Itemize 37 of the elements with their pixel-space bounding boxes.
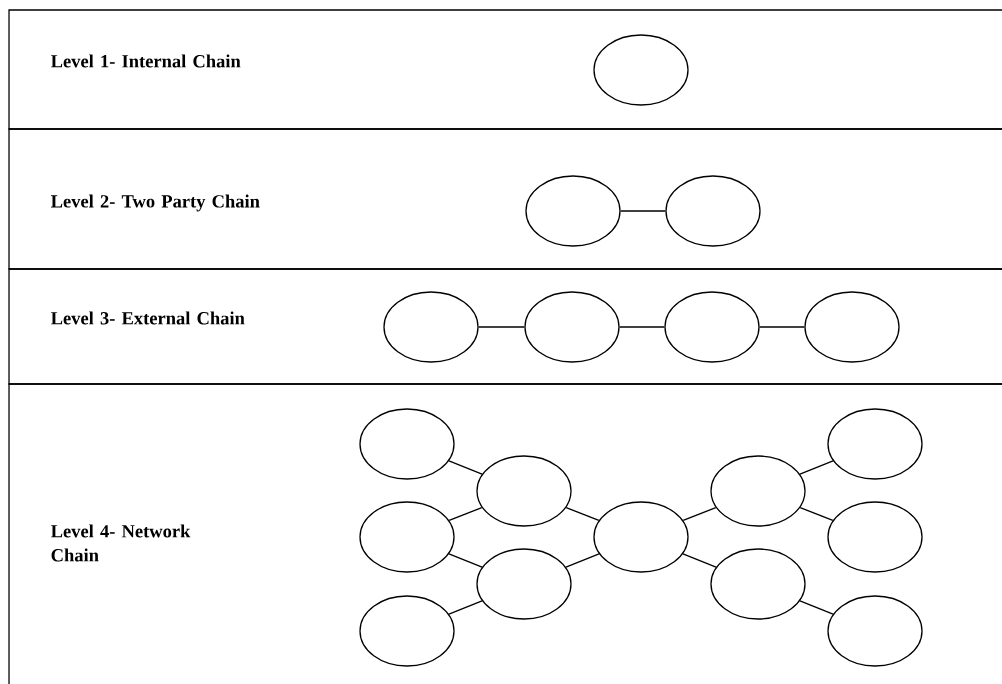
connector-line bbox=[682, 506, 717, 522]
connector-line bbox=[620, 210, 666, 212]
ellipse bbox=[359, 595, 455, 667]
connector-line bbox=[448, 600, 483, 615]
ellipse bbox=[476, 455, 572, 527]
connector-line bbox=[448, 506, 483, 522]
connector-line bbox=[448, 460, 483, 475]
ellipse bbox=[476, 548, 572, 620]
ellipse bbox=[827, 501, 923, 573]
connector-line bbox=[759, 326, 805, 328]
level-band: Level 2- Two Party Chain bbox=[8, 128, 1002, 270]
connector-line bbox=[799, 460, 834, 475]
connector-line bbox=[565, 506, 600, 522]
ellipse bbox=[710, 455, 806, 527]
ellipse bbox=[593, 501, 689, 573]
ellipse bbox=[359, 501, 455, 573]
ellipse bbox=[524, 291, 620, 363]
level-band: Level 1- Internal Chain bbox=[8, 9, 1002, 130]
ellipse bbox=[710, 548, 806, 620]
connector-line bbox=[619, 326, 665, 328]
connector-line bbox=[799, 506, 834, 522]
ellipse bbox=[804, 291, 900, 363]
ellipse bbox=[593, 34, 689, 106]
connector-line bbox=[682, 553, 717, 568]
ellipse bbox=[827, 595, 923, 667]
ellipse bbox=[665, 175, 761, 247]
level-band: Level 3- External Chain bbox=[8, 268, 1002, 385]
level-band: Level 4- Network Chain bbox=[8, 383, 1002, 684]
ellipse bbox=[359, 408, 455, 480]
ellipse bbox=[525, 175, 621, 247]
connector-line bbox=[448, 553, 483, 568]
connector-line bbox=[799, 600, 834, 615]
connector-line bbox=[478, 326, 525, 328]
connector-line bbox=[565, 553, 600, 568]
ellipse bbox=[664, 291, 760, 363]
ellipse bbox=[827, 408, 923, 480]
ellipse bbox=[383, 291, 479, 363]
